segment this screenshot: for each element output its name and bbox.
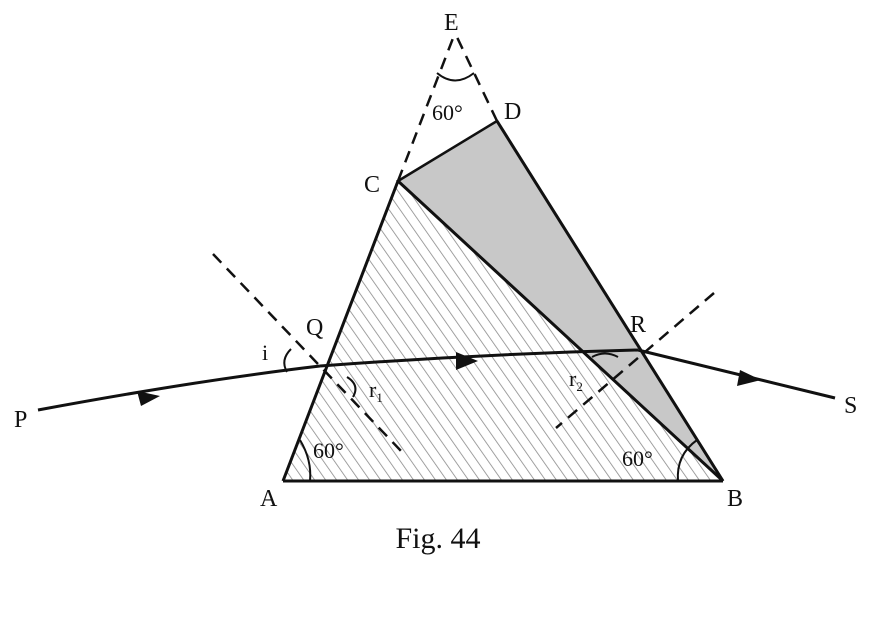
r1-subscript: 1: [376, 390, 383, 405]
extension-CE: [396, 32, 457, 182]
ray-arrowhead-1: [137, 391, 160, 406]
side-AC: [281, 180, 400, 482]
label-incidence-angle: i: [262, 340, 268, 365]
figure-caption: Fig. 44: [395, 522, 480, 555]
label-R: R: [630, 312, 646, 338]
label-base-angle-A: 60°: [313, 438, 344, 463]
ray-arrowhead-3: [737, 370, 761, 386]
refraction-angle-arc-2: [591, 352, 619, 358]
extension-DE: [453, 32, 499, 122]
normal-at-Q: [212, 253, 403, 453]
r2-subscript: 2: [576, 379, 583, 394]
apex-angle-arc: [436, 72, 475, 82]
light-ray-QR: [319, 348, 639, 368]
label-P: P: [14, 407, 27, 433]
label-A: A: [260, 486, 278, 512]
r1-main: r: [369, 377, 377, 402]
line-CB: [396, 179, 725, 483]
label-S: S: [844, 393, 857, 419]
label-refraction-angle-2: r2: [569, 366, 583, 394]
label-D: D: [504, 99, 521, 125]
label-E: E: [444, 10, 459, 36]
label-apex-angle: 60°: [432, 100, 463, 125]
label-Q: Q: [306, 315, 323, 341]
label-refraction-angle-1: r1: [369, 377, 383, 405]
light-ray-PQ: [37, 364, 321, 412]
prism-hatched-region: [283, 181, 723, 481]
r2-main: r: [569, 366, 577, 391]
base-angle-arc-B: [676, 439, 698, 482]
label-B: B: [727, 486, 743, 512]
ray-arrowhead-2: [456, 352, 478, 370]
light-ray-RS: [637, 348, 836, 400]
normal-at-R: [555, 292, 715, 429]
refraction-angle-arc-1: [346, 376, 357, 398]
label-base-angle-B: 60°: [622, 446, 653, 471]
label-C: C: [364, 172, 380, 198]
incidence-angle-arc: [283, 348, 292, 373]
base-angle-arc-A: [299, 439, 312, 482]
side-DB: [495, 120, 725, 482]
